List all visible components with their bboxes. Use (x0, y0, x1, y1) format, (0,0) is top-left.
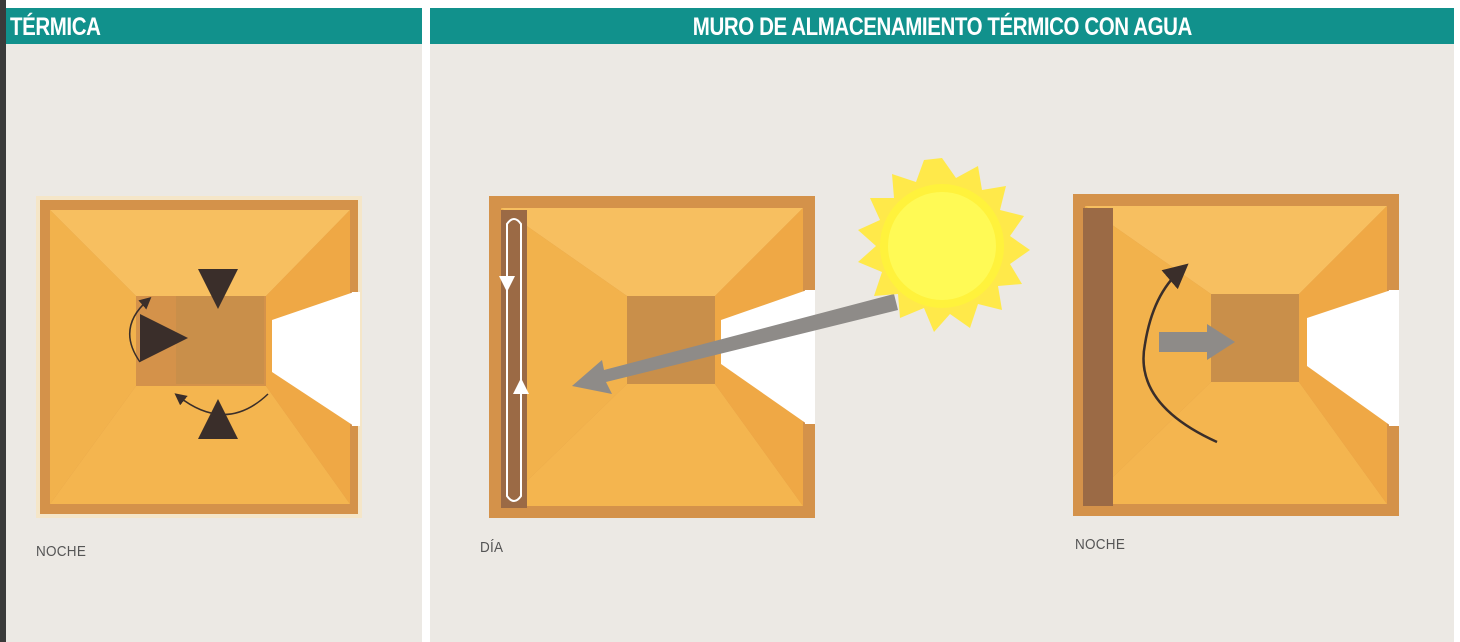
room-ceiling (50, 210, 350, 296)
circulation-arrow-icon (128, 297, 152, 363)
room-left-wall (50, 210, 136, 504)
caption-dia: DÍA (480, 539, 504, 556)
water-wall (501, 210, 527, 508)
window-gap (1389, 290, 1399, 426)
left-edge-bar (0, 0, 6, 642)
room-diagram-day (489, 196, 815, 518)
room-ceiling (501, 208, 803, 296)
room-left-wall (501, 208, 627, 506)
room-floor (1085, 382, 1387, 504)
window-gap (805, 290, 815, 424)
panel-muro-agua-header: MURO DE ALMACENAMIENTO TÉRMICO CON AGUA (430, 8, 1454, 44)
water-circulation-loop (506, 218, 522, 502)
panel-termica-title: TÉRMICA (10, 13, 101, 41)
window-gap (352, 292, 360, 426)
sun-icon (858, 158, 1030, 332)
circulation-arrow-icon (174, 393, 269, 416)
room-floor (501, 384, 803, 506)
window (1307, 290, 1391, 426)
circulation-arrow-icon (1142, 263, 1218, 444)
sun-ray-arrow (572, 294, 898, 394)
room-diagram-night (1073, 194, 1399, 516)
panel-muro-agua-title: MURO DE ALMACENAMIENTO TÉRMICO CON AGUA (692, 13, 1192, 41)
caption-noche-left: NOCHE (36, 543, 87, 560)
panel-termica-header: TÉRMICA (6, 8, 422, 44)
water-wall (1083, 208, 1113, 506)
heat-arrow-icon (1159, 324, 1235, 360)
room-floor (50, 386, 350, 504)
room-diagram-left (36, 196, 362, 518)
thermal-mass-block (176, 296, 264, 384)
caption-noche-right: NOCHE (1075, 536, 1126, 553)
sun-ray (572, 294, 898, 394)
room-ceiling (1085, 206, 1387, 294)
window (272, 292, 354, 426)
